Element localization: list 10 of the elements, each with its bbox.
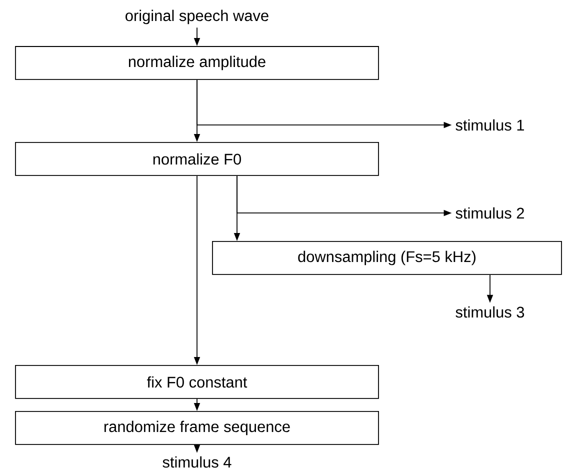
process-box: fix F0 constant — [15, 365, 379, 399]
text-label: stimulus 4 — [162, 456, 232, 468]
text-label: stimulus 3 — [456, 306, 524, 318]
process-box: normalize amplitude — [15, 46, 379, 80]
text-label: original speech wave — [126, 10, 268, 24]
text-label: stimulus 2 — [456, 207, 524, 219]
process-box: normalize F0 — [15, 142, 379, 176]
text-label: stimulus 1 — [456, 119, 524, 131]
process-box: randomize frame sequence — [15, 411, 379, 445]
process-box: downsampling (Fs=5 kHz) — [212, 241, 562, 275]
